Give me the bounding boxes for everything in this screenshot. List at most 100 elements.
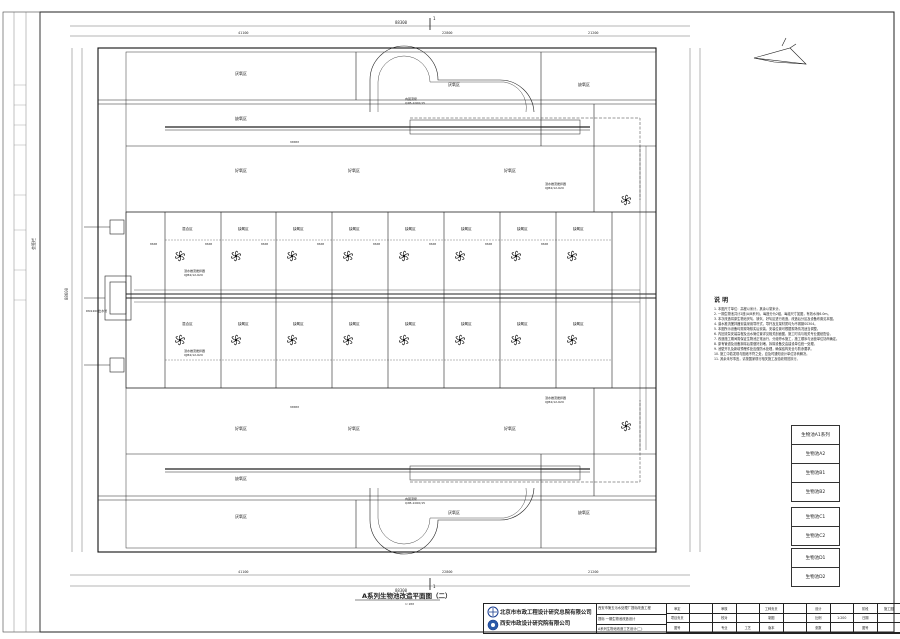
mixer-icon: [231, 335, 240, 345]
mixer-icon: [455, 335, 464, 345]
note-item: 11. 其余未尽事宜，请按国家现行相关施工及验收规范执行。: [714, 357, 884, 362]
company-logo-icon: [487, 619, 499, 631]
zone-label: 缺氧区: [293, 226, 304, 231]
dim-top-1: 41100: [238, 31, 249, 35]
grid-dim: 8600: [485, 242, 492, 246]
grid-dim: 8600: [205, 242, 212, 246]
equipment-label: QXB-1000/15: [405, 101, 425, 105]
title-block-cell: [690, 604, 714, 614]
zone-label: 好氧区: [504, 425, 516, 431]
dim-overall-left: 88600: [64, 287, 69, 300]
title-block-cell: [737, 614, 761, 624]
grid-dim: 8600: [541, 242, 548, 246]
mixer-icon: [343, 335, 352, 345]
title-block-cell: 版本: [760, 623, 784, 633]
zone-label: 缺氧区: [517, 321, 528, 326]
mixer-icon: [455, 251, 464, 261]
equipment-label: QJB4/12-620: [545, 400, 564, 404]
dim-bot-2: 22800: [442, 570, 453, 574]
title-block-cell: [878, 614, 900, 624]
legend-group-a: 生物池A1系列 生物池A2: [791, 425, 840, 464]
section-mark: 1: [433, 16, 436, 21]
grid-dim: 8600: [429, 242, 436, 246]
title-block-cell: 比例: [807, 614, 831, 624]
title-block: 北京市市政工程设计研究总院有限公司 西安市政设计研究院有限公司 西安市第五污水处…: [483, 603, 900, 634]
notes-panel: 说 明 1. 本图尺寸单位：高程以米计，其余以毫米计。 2. 一期生物池共计2座…: [714, 298, 884, 362]
title-block-cell: 审定: [666, 604, 690, 614]
mixer-icon: [567, 251, 576, 261]
zone-label: 缺氧区: [349, 321, 360, 326]
zone-label: 厌氧区: [235, 513, 247, 519]
project-block: 西安市第五污水处理厂提标改造工程 提标 一期生物池改造设计 A系列生物池改造工艺…: [596, 604, 667, 633]
equipment-label: QXB-1000/15: [405, 501, 425, 505]
middle-grid: [126, 212, 656, 388]
title-block-cell: 1:200: [831, 614, 855, 624]
zone-label: 缺氧区: [573, 321, 584, 326]
zone-label: 厌氧区: [235, 70, 247, 76]
north-arrow-icon: [754, 38, 806, 64]
legend-group-b: 生物池B1 生物池B2: [791, 463, 840, 502]
zone-label: 厌氧区: [448, 509, 460, 515]
zone-label: 缺氧区: [293, 321, 304, 326]
zone-label: 缺氧区: [578, 81, 590, 87]
title-block-cell: [878, 623, 900, 633]
legend-cell: 生物池C1: [792, 508, 839, 527]
title-block-cell: 工种负责: [760, 604, 784, 614]
mixer-icon: [343, 251, 352, 261]
section-mark: 1: [433, 584, 436, 589]
mixer-icon: [621, 195, 630, 205]
title-block-cell: 设计: [807, 604, 831, 614]
zone-label: 缺氧区: [461, 226, 472, 231]
zone-label: 缺氧区: [349, 226, 360, 231]
pass-dim: 90000: [290, 405, 299, 409]
project-row: 西安市第五污水处理厂提标改造工程: [596, 604, 666, 615]
company-block: 北京市市政工程设计研究总院有限公司 西安市政设计研究院有限公司: [484, 604, 597, 633]
zone-label: 缺氧区: [405, 226, 416, 231]
dim-bot-3: 21200: [588, 570, 599, 574]
zone-label: 厌氧区: [448, 81, 460, 87]
equipment-label: QJB4/12-620: [545, 186, 564, 190]
legend-cell: 生物池B1: [792, 464, 839, 483]
tank-outline: [98, 48, 656, 552]
title-block-cell: [831, 604, 855, 614]
title-block-cell: [784, 614, 808, 624]
zone-label: 缺氧区: [573, 226, 584, 231]
title-block-cell: 施工图: [878, 604, 900, 614]
project-row: 提标 一期生物池改造设计: [596, 615, 666, 626]
title-block-cell: [784, 604, 808, 614]
pipe-label: DN1200出水管: [86, 308, 107, 313]
zone-label: 好氧区: [348, 425, 360, 431]
drawing-title: A系列生物池改造平面图（二）: [362, 591, 452, 600]
mixer-icon: [511, 251, 520, 261]
title-block-cell: 日期: [854, 614, 878, 624]
zone-label: 缺氧区: [238, 321, 249, 326]
dimension-lines: [70, 26, 700, 586]
pass-dim: 90000: [290, 140, 299, 144]
title-block-cell: 校对: [713, 614, 737, 624]
zone-label: 混合区: [182, 226, 193, 231]
legend-cell: 生物池A2: [792, 445, 839, 463]
mixer-icon: [287, 335, 296, 345]
upper-group: [98, 52, 656, 212]
zone-label: 好氧区: [348, 167, 360, 173]
zone-label: 缺氧区: [461, 321, 472, 326]
title-block-cell: [737, 604, 761, 614]
legend-cell: 生物池A1系列: [792, 426, 839, 445]
equipment-label: QJB4/12-620: [184, 353, 203, 357]
legend-cell: 生物池B2: [792, 483, 839, 501]
company-name-2: 西安市政设计研究院有限公司: [500, 619, 570, 627]
legend-cell: 生物池C2: [792, 527, 839, 545]
zone-label: 缺氧区: [405, 321, 416, 326]
mixer-icon: [231, 251, 240, 261]
company-logo-icon: [487, 606, 499, 618]
grid-dim: 8600: [150, 242, 157, 246]
grid-dim: 8600: [261, 242, 268, 246]
zone-label: 混合区: [182, 321, 193, 326]
equipment-label: QJB4/12-620: [184, 273, 203, 277]
title-block-cell: 图号: [854, 623, 878, 633]
notes-title: 说 明: [714, 298, 884, 303]
mixer-icon: [621, 421, 630, 431]
legend-cell: 生物池D1: [792, 549, 839, 568]
title-block-cell: 项目负责: [666, 614, 690, 624]
